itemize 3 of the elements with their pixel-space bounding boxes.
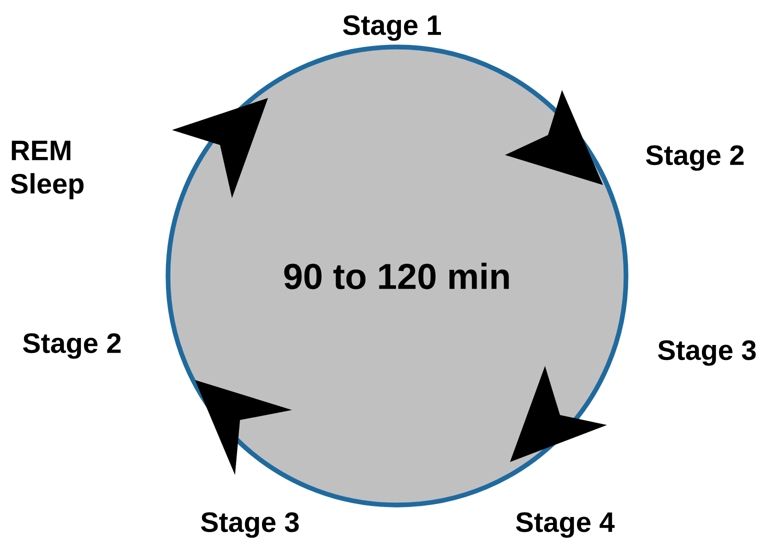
stage-label: REM Sleep xyxy=(10,140,84,200)
stage-label: Stage 2 xyxy=(23,333,121,359)
stage-label: Stage 3 xyxy=(658,340,756,366)
